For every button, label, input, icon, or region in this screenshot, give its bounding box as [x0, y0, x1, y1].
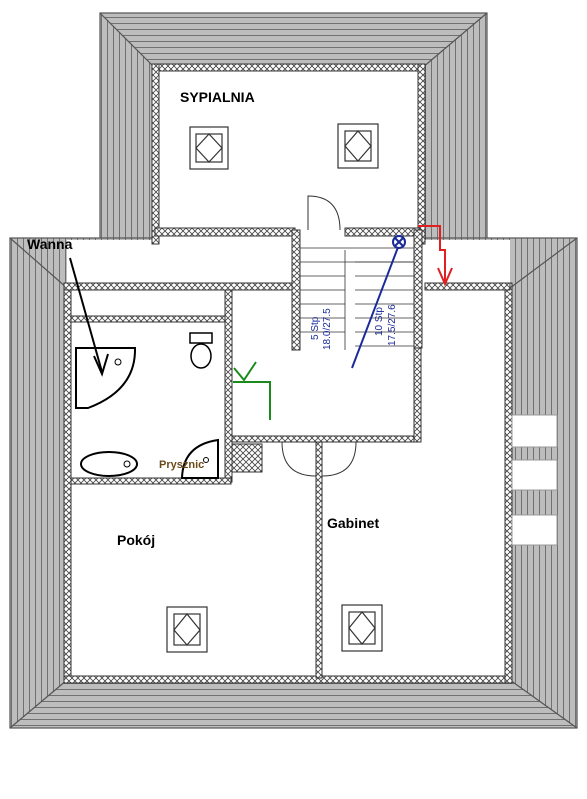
- red-arrow: [418, 225, 453, 287]
- green-pipe: [233, 361, 271, 420]
- stair-upper-count: 10 Stp: [374, 307, 385, 336]
- room-label-room: Pokój: [117, 532, 155, 548]
- door: [281, 441, 357, 477]
- skylight-window: [166, 606, 208, 653]
- walls: [63, 63, 513, 684]
- staircase: [300, 247, 414, 350]
- room-label-bath: Wanna: [27, 236, 73, 252]
- skylight-window: [337, 123, 379, 169]
- skylight-window: [189, 126, 229, 170]
- stair-arrow: [351, 235, 406, 369]
- room-label-bedroom: SYPIALNIA: [180, 89, 255, 105]
- pointer-arrow: [69, 257, 109, 377]
- stair-lower-count: 5 Stp: [310, 316, 321, 340]
- stair-lower-dims: 18.0/27.5: [322, 308, 333, 350]
- shower-tray: [180, 438, 219, 479]
- bathtub: [75, 347, 137, 409]
- side-window-slots: [511, 414, 558, 546]
- skylight-window: [341, 604, 383, 652]
- toilet: [189, 332, 213, 369]
- interior: [67, 68, 510, 680]
- room-label-shower: Prysznic: [159, 459, 204, 471]
- sink: [80, 451, 138, 477]
- chimney: [231, 443, 263, 473]
- stair-upper-dims: 17.5/27.6: [387, 304, 398, 346]
- room-label-office: Gabinet: [327, 515, 379, 531]
- door: [307, 195, 341, 231]
